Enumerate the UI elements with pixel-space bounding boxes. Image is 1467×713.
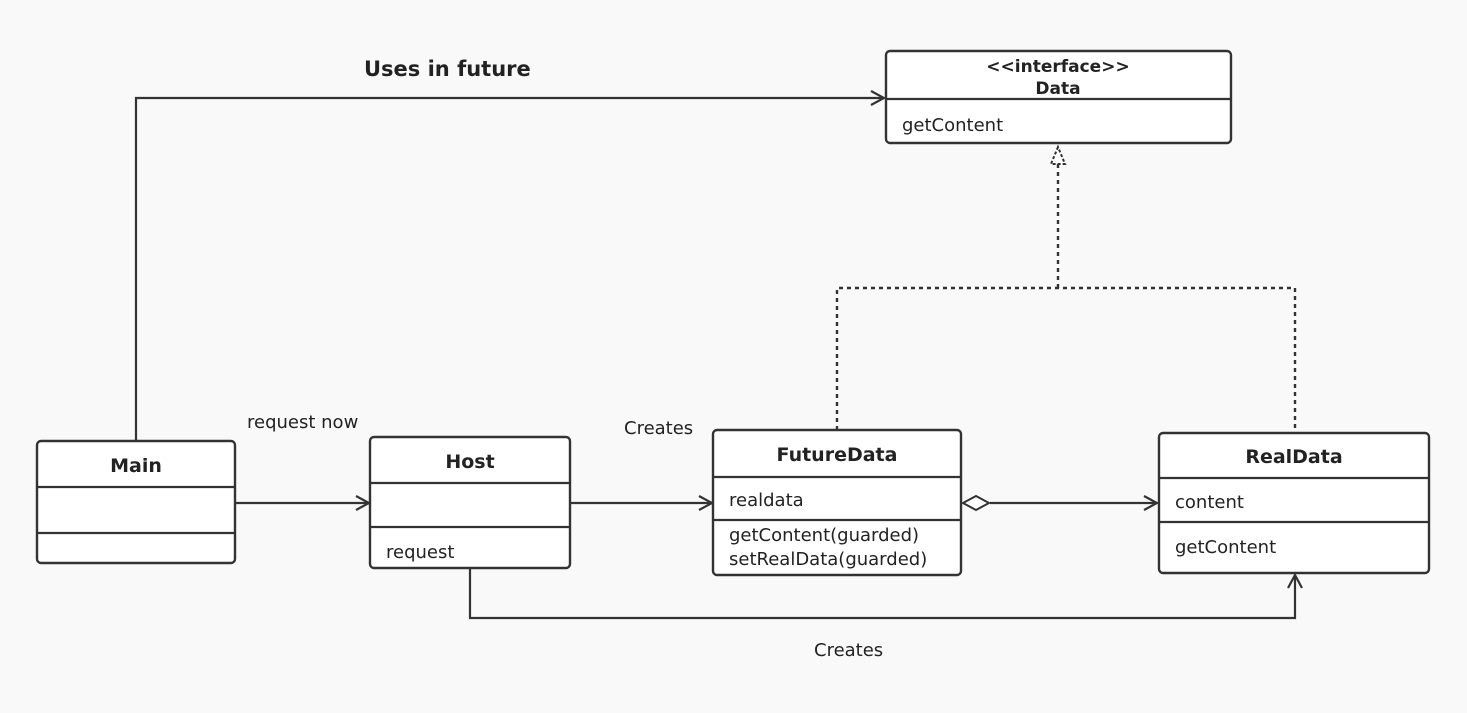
uses-in-future-connector: [134, 98, 884, 440]
creates-futuredata-label: Creates: [624, 418, 693, 439]
class-futuredata-name: FutureData: [777, 444, 898, 466]
class-futuredata: FutureData realdata getContent(guarded) …: [711, 428, 963, 577]
class-host-method: request: [386, 542, 454, 563]
class-host: Host request: [368, 435, 572, 570]
class-main: Main: [35, 439, 237, 565]
class-realdata: RealData content getContent: [1157, 431, 1431, 575]
request-now-label: request now: [247, 412, 358, 433]
class-futuredata-method-get: getContent(guarded): [729, 525, 919, 546]
class-data: <<interface>> Data getContent: [884, 49, 1233, 145]
class-host-name: Host: [445, 451, 494, 473]
class-main-name: Main: [110, 455, 162, 477]
class-futuredata-field: realdata: [729, 490, 804, 511]
uses-in-future-label: Uses in future: [364, 57, 531, 81]
aggregation-diamond-icon: [960, 494, 992, 512]
aggregation-connector: [960, 494, 1157, 512]
realization-triangle-icon: [1049, 144, 1067, 165]
realization-connector: [835, 144, 1297, 432]
class-data-method: getContent: [902, 115, 1003, 136]
creates-realdata-label: Creates: [814, 640, 883, 661]
creates-realdata-connector: [468, 568, 1295, 620]
class-data-name: Data: [1035, 79, 1080, 99]
class-realdata-field: content: [1175, 492, 1244, 513]
class-realdata-method: getContent: [1175, 537, 1276, 558]
class-data-stereotype: <<interface>>: [986, 57, 1129, 77]
class-realdata-name: RealData: [1245, 446, 1342, 468]
class-futuredata-method-set: setRealData(guarded): [729, 549, 927, 570]
